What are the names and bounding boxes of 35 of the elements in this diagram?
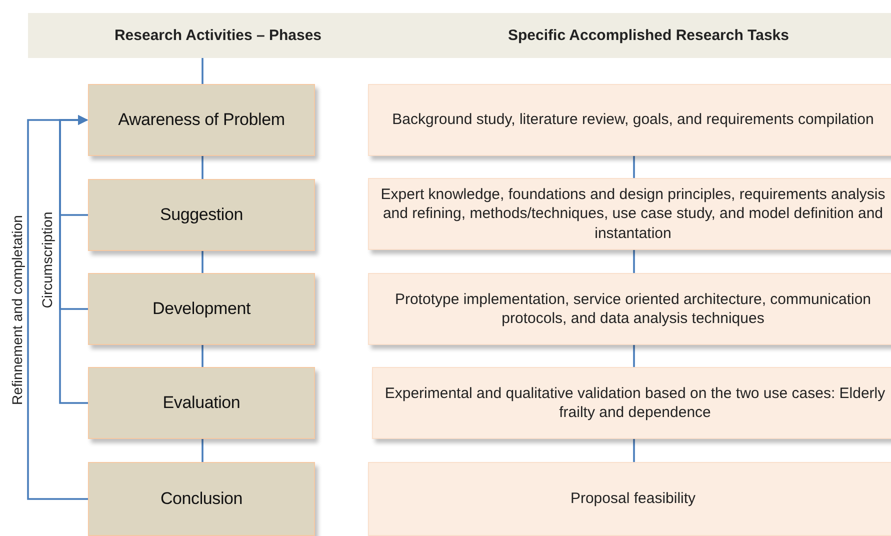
task-box — [368, 273, 891, 345]
phase-box — [88, 179, 315, 251]
connector-line — [202, 58, 204, 84]
column-heading: Research Activities – Phases — [114, 27, 322, 44]
task-description: Proposal feasibility — [570, 489, 696, 509]
feedback-arrow — [27, 115, 88, 500]
connector-line — [202, 345, 204, 367]
phase-name: Evaluation — [162, 393, 240, 413]
column-heading: Specific Accomplished Research Tasks — [508, 27, 789, 44]
phase-box — [88, 273, 315, 345]
phase-box — [88, 462, 315, 536]
header-band — [28, 13, 891, 58]
connector-line — [202, 156, 204, 179]
connector-line — [633, 439, 635, 462]
edge-label: Circumscription — [39, 212, 55, 308]
phase-name: Awareness of Problem — [118, 110, 285, 130]
phase-name: Development — [152, 299, 250, 319]
connector-line — [633, 156, 635, 178]
connector-line — [633, 250, 635, 273]
task-box — [368, 84, 891, 156]
task-description: Prototype implementation, service oriented architecture, communication protocols, and data analysis techniques — [394, 290, 872, 328]
task-box — [368, 178, 891, 250]
phase-box — [88, 84, 315, 156]
edge-label: Refinnement and completation — [9, 215, 25, 405]
task-description: Experimental and qualitative validation based on the two use cases: Elderly frailty and dependence — [384, 384, 886, 422]
connector-line — [202, 251, 204, 273]
task-box — [368, 462, 891, 536]
task-box — [372, 367, 891, 439]
task-description: Expert knowledge, foundations and design principles, requirements analysis and refining, methods/techniques, use case study, and model definition and instantation — [380, 184, 886, 244]
phase-name: Suggestion — [160, 205, 244, 225]
connector-line — [633, 345, 635, 367]
task-description: Background study, literature review, goals, and requirements compilation — [392, 110, 874, 130]
connector-line — [202, 439, 204, 462]
phase-box — [88, 367, 315, 439]
phase-name: Conclusion — [160, 489, 243, 509]
